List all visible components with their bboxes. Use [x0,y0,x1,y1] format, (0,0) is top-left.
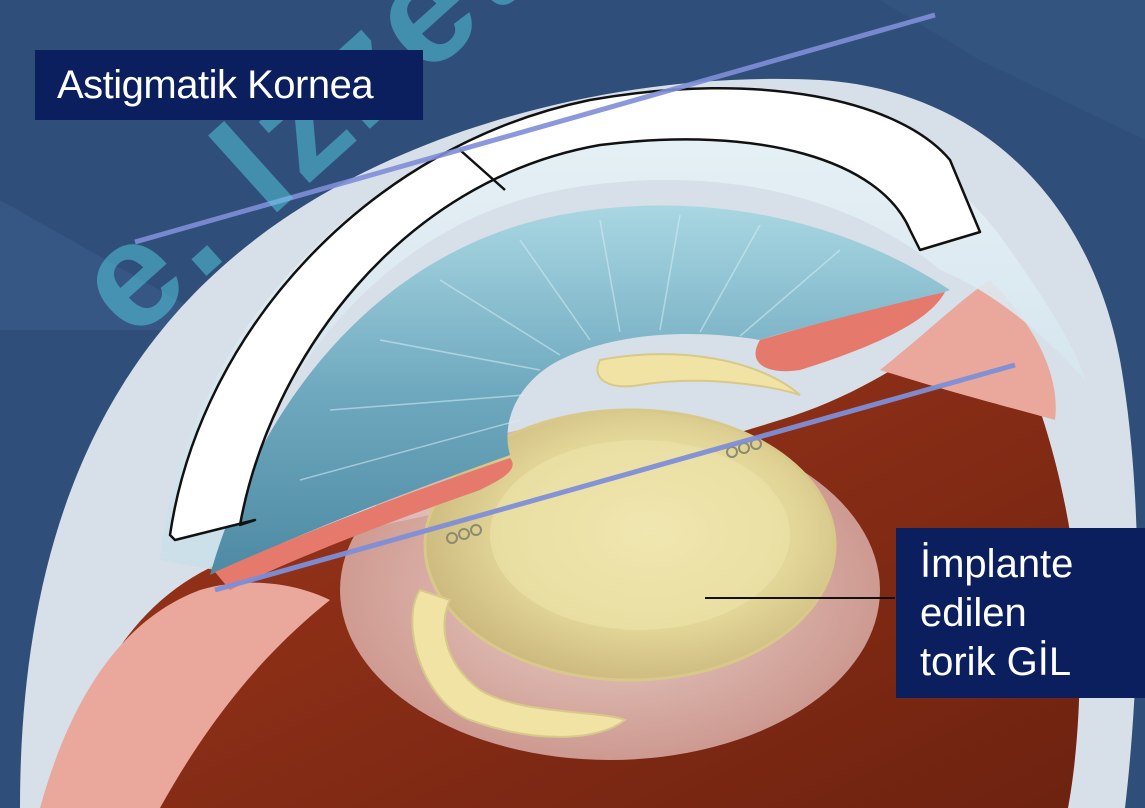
iol-label-line-3: torik GİL [920,638,1145,687]
iol-label-line-2: edilen [920,589,1145,638]
astigmatic-cornea-label: Astigmatik Kornea [35,50,423,120]
implanted-toric-iol-label: İmplante edilen torik GİL [896,528,1145,698]
iol-label-line-1: İmplante [920,540,1145,589]
